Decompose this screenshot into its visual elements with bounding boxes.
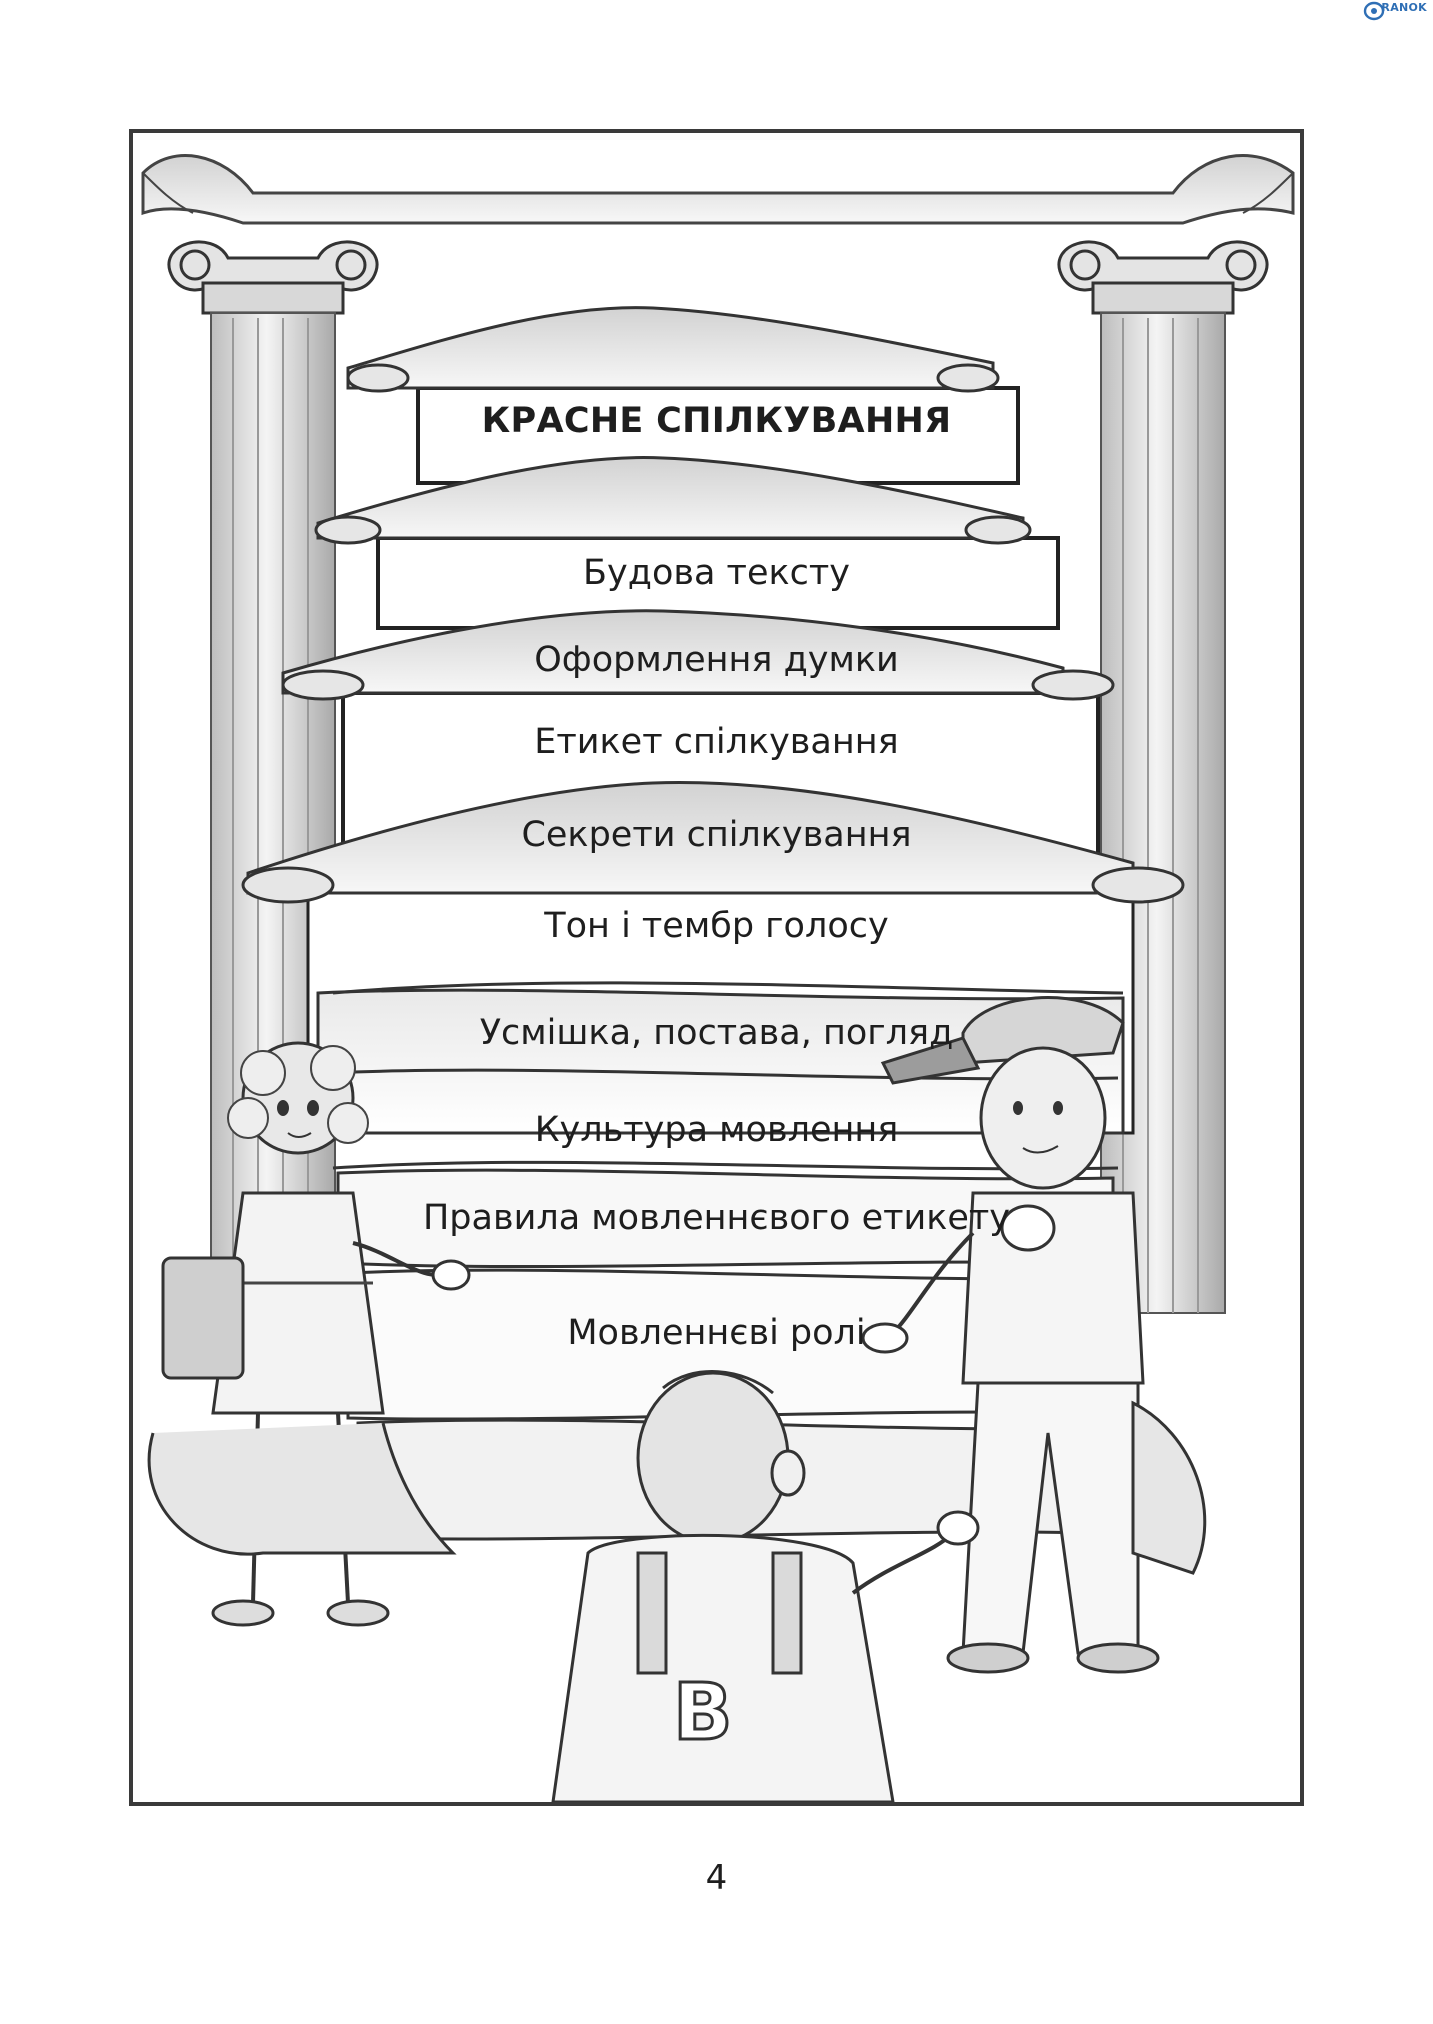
- shirt-letter: B: [671, 1667, 733, 1760]
- top-scroll-banner: [141, 154, 1295, 225]
- right-column: [1057, 240, 1269, 1314]
- stair-label: Оформлення думки: [534, 640, 899, 680]
- greek-stairs-illustration: [141, 154, 1295, 1802]
- stair-label: Секрети спілкування: [521, 815, 912, 855]
- step-scrolls: [241, 306, 1185, 1171]
- stair-label: Будова тексту: [583, 553, 850, 593]
- publisher-logo: RANOK: [1358, 0, 1433, 22]
- boy-back-figure: [551, 1370, 980, 1802]
- stair-label: Етикет спілкування: [534, 722, 899, 762]
- illustration-frame: КРАСНЕ СПІЛКУВАННЯ Будова тексту Оформле…: [129, 129, 1304, 1806]
- stair-label: Культура мовлення: [534, 1110, 899, 1150]
- publisher-logo-icon: [1363, 1, 1385, 21]
- stairs-heading: КРАСНЕ СПІЛКУВАННЯ: [481, 401, 952, 441]
- stair-label: Тон і тембр голосу: [544, 906, 889, 946]
- publisher-logo-text: RANOK: [1381, 1, 1427, 14]
- girl-figure: [147, 1041, 471, 1627]
- boy-with-cap-figure: [861, 996, 1207, 1674]
- stair-label: Усмішка, постава, погляд: [479, 1013, 954, 1053]
- stair-label: Правила мовленнєвого етикету: [422, 1198, 1011, 1238]
- page-number: 4: [705, 1858, 728, 1898]
- stair-label: Мовленнєві ролі: [567, 1313, 866, 1353]
